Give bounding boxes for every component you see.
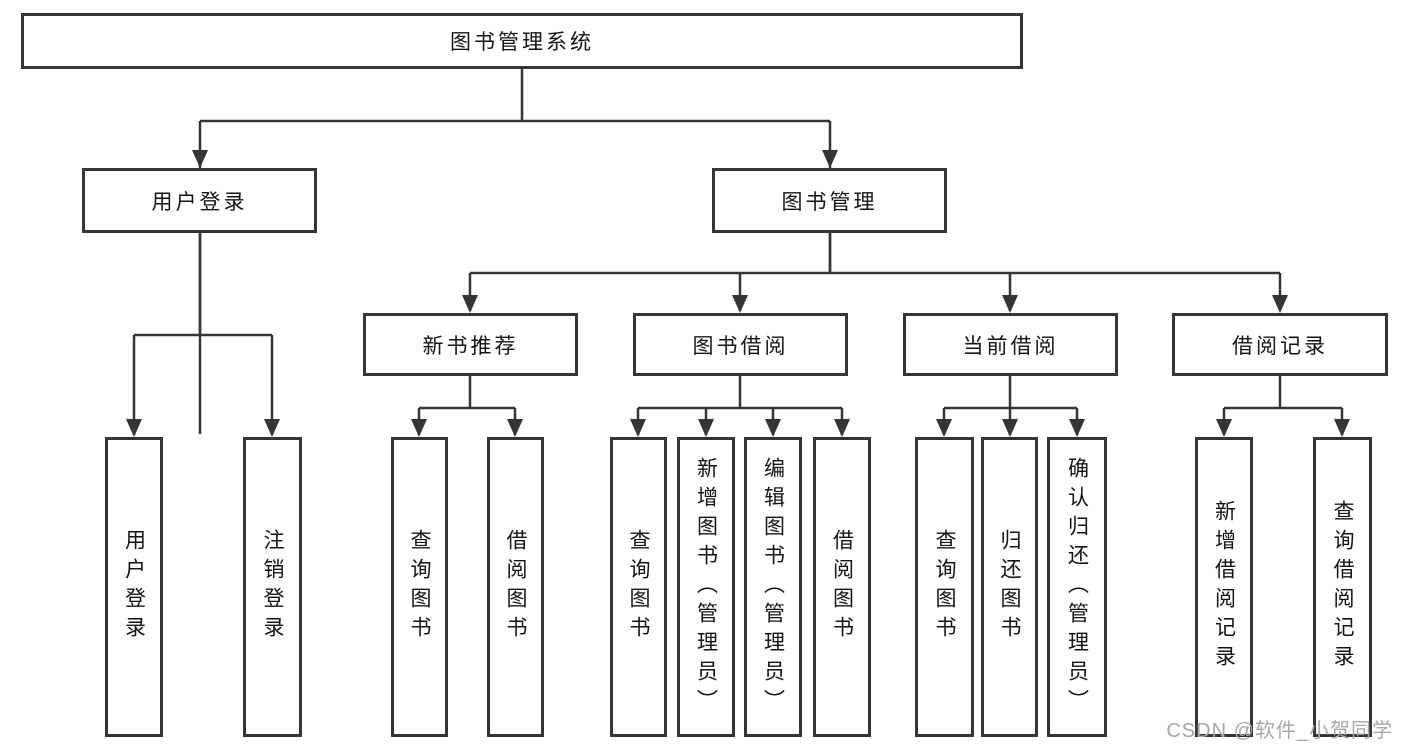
- connector-new-book-to-leaves: [417, 376, 517, 435]
- arrowhead: [462, 295, 478, 313]
- node-book-borrow: 图书借阅: [633, 313, 848, 376]
- arrowheads: [126, 150, 1350, 437]
- node-label: 图书借阅: [692, 334, 789, 358]
- leaf-add-book-admin: 新增图书（管理员）: [677, 437, 735, 737]
- node-label: 编辑图书（管理员）: [761, 456, 785, 718]
- node-label: 新书推荐: [422, 334, 519, 358]
- arrowhead: [834, 419, 850, 437]
- node-new-book-recommend: 新书推荐: [363, 313, 578, 376]
- node-label: 新增借阅记录: [1212, 500, 1236, 674]
- node-library-management-system: 图书管理系统: [21, 13, 1023, 69]
- node-label: 借阅记录: [1232, 334, 1328, 358]
- arrowhead: [732, 295, 748, 313]
- arrowhead: [1334, 419, 1350, 437]
- node-label: 确认归还（管理员）: [1065, 456, 1089, 718]
- node-label: 查询借阅记录: [1331, 500, 1354, 674]
- arrowhead: [507, 419, 523, 437]
- node-label: 注销登录: [261, 529, 284, 645]
- connector-borrow-record-to-leaves: [1222, 376, 1344, 435]
- arrowhead: [1272, 295, 1288, 313]
- node-label: 用户登录: [122, 529, 146, 645]
- leaf-edit-book-admin: 编辑图书（管理员）: [744, 437, 802, 737]
- leaf-borrow-book-1: 借阅图书: [487, 437, 544, 737]
- node-borrow-record: 借阅记录: [1172, 313, 1388, 376]
- arrowhead: [126, 419, 142, 437]
- csdn-watermark: CSDN @软件_小贺同学: [1166, 720, 1393, 742]
- leaf-query-book-2: 查询图书: [610, 437, 667, 737]
- node-user-login: 用户登录: [82, 168, 317, 233]
- arrowhead: [411, 419, 427, 437]
- leaf-query-book-3: 查询图书: [915, 437, 974, 737]
- arrowhead: [192, 150, 208, 168]
- arrowhead: [698, 419, 714, 437]
- node-label: 查询图书: [627, 529, 650, 645]
- node-current-borrow: 当前借阅: [903, 313, 1118, 376]
- connector-user-login-to-leaves: [132, 233, 274, 435]
- arrowhead: [1069, 419, 1085, 437]
- arrowhead: [822, 150, 838, 168]
- node-label: 借阅图书: [504, 529, 527, 645]
- leaf-query-book-1: 查询图书: [391, 437, 448, 737]
- arrowhead: [264, 419, 280, 437]
- leaf-confirm-return-admin: 确认归还（管理员）: [1047, 437, 1107, 737]
- connector-root-to-level2: [198, 69, 832, 434]
- leaf-borrow-book-2: 借阅图书: [813, 437, 871, 737]
- arrowhead: [1002, 295, 1018, 313]
- arrowhead: [765, 419, 781, 437]
- leaf-user-login: 用户登录: [105, 437, 163, 737]
- node-label: 当前借阅: [962, 334, 1059, 358]
- arrowhead: [1002, 419, 1018, 437]
- node-label: 查询图书: [933, 529, 956, 645]
- leaf-return-book: 归还图书: [981, 437, 1038, 737]
- node-label: 新增图书（管理员）: [694, 456, 718, 718]
- node-label: 借阅图书: [830, 529, 854, 645]
- node-label: 图书管理: [781, 190, 878, 214]
- connector-book-management-to-level3: [468, 233, 1282, 311]
- node-label: 查询图书: [408, 529, 431, 645]
- arrowhead: [1216, 419, 1232, 437]
- leaf-logout: 注销登录: [243, 437, 302, 737]
- node-label: 图书管理系统: [450, 31, 594, 54]
- node-book-management: 图书管理: [712, 168, 947, 233]
- leaf-query-borrow-record: 查询借阅记录: [1313, 437, 1372, 737]
- arrowhead: [630, 419, 646, 437]
- connector-book-borrow-to-leaves: [636, 376, 844, 435]
- node-label: 归还图书: [998, 529, 1021, 645]
- node-label: 用户登录: [151, 190, 248, 214]
- leaf-add-borrow-record: 新增借阅记录: [1195, 437, 1253, 737]
- arrowhead: [936, 419, 952, 437]
